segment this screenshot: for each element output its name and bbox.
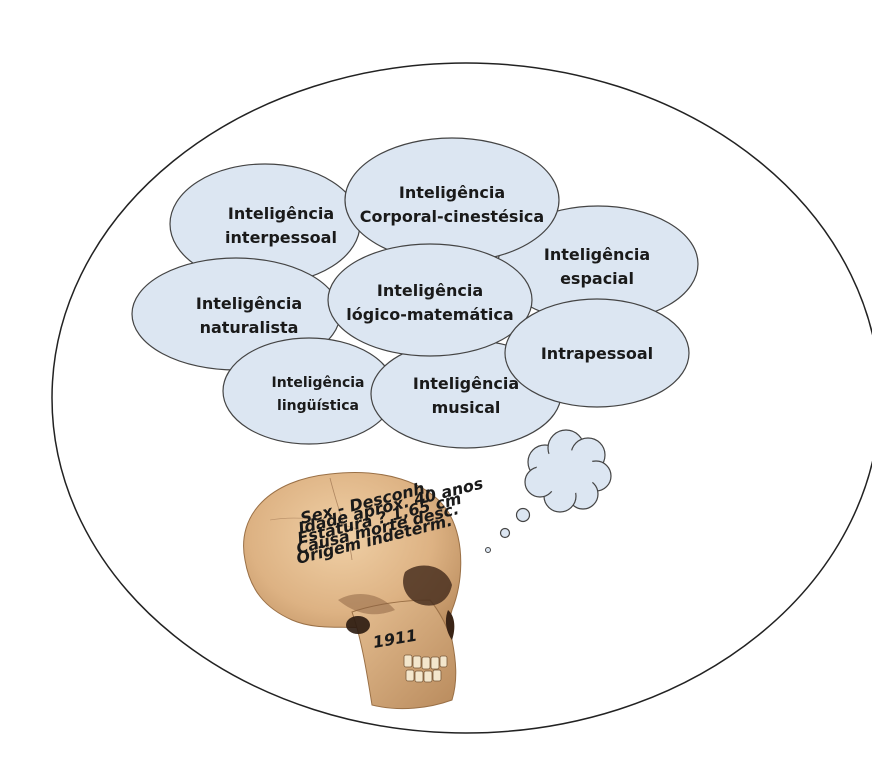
bubble-corporal: Inteligência Corporal-cinestésica <box>344 137 560 263</box>
bubble-intrapessoal-line1: Intrapessoal <box>541 344 653 363</box>
bubble-interpessoal-line1: Inteligência <box>228 204 334 223</box>
bubble-musical-line2: musical <box>432 398 501 417</box>
thought-dot-medium <box>499 527 511 539</box>
skull-image: Sex - Desconh. Idade aprox. 40 anos Esta… <box>243 472 485 710</box>
small-thought-cloud <box>524 429 612 513</box>
bubble-intrapessoal: Intrapessoal <box>504 298 690 408</box>
bubble-linguistica: Inteligência lingüística <box>222 337 396 445</box>
bubble-corporal-line2: Corporal-cinestésica <box>360 207 544 226</box>
bubble-interpessoal: Inteligência interpessoal <box>169 163 361 285</box>
bubble-logico-matematica: Inteligência lógico-matemática <box>327 243 533 357</box>
bubble-espacial-line1: Inteligência <box>544 245 650 264</box>
bubble-naturalista-line2: naturalista <box>200 318 299 337</box>
bubble-logico-line1: Inteligência <box>377 281 483 300</box>
bubble-musical-line1: Inteligência <box>413 374 519 393</box>
bubble-naturalista-line1: Inteligência <box>196 294 302 313</box>
bubble-espacial: Inteligência espacial <box>497 205 699 323</box>
bubble-interpessoal-line2: interpessoal <box>225 228 337 247</box>
thought-dot-large <box>515 507 531 523</box>
bubble-linguistica-line1: Inteligência <box>272 375 365 391</box>
bubble-corporal-line1: Inteligência <box>399 183 505 202</box>
head-outline-circle <box>51 62 872 734</box>
thought-dot-small <box>485 547 491 553</box>
bubble-espacial-line2: espacial <box>560 269 634 288</box>
bubble-linguistica-line2: lingüística <box>277 398 359 414</box>
bubble-logico-line2: lógico-matemática <box>346 305 513 324</box>
